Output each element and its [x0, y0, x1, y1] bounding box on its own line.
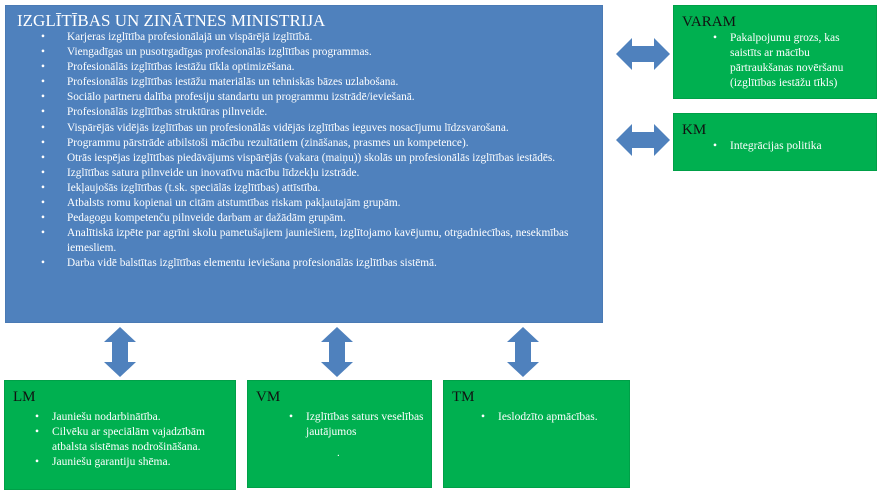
ministry-of-education-box: IZGLĪTĪBAS UN ZINĀTNES MINISTRIJA Karjer…	[5, 5, 603, 323]
list-item: Viengadīgas un pusotrgadīgas profesionāl…	[41, 45, 602, 60]
list-item: Izglītības saturs veselības jautājumos	[289, 410, 425, 440]
box-title: IZGLĪTĪBAS UN ZINĀTNES MINISTRIJA	[17, 11, 326, 30]
list-item: Otrās iespējas izglītības piedāvājums vi…	[41, 151, 602, 166]
box-title: TM	[452, 389, 475, 405]
double-arrow-horizontal-icon	[616, 38, 670, 70]
list-item: Karjeras izglītība profesionālajā un vis…	[41, 30, 602, 45]
km-box: KM Integrācijas politika	[673, 113, 877, 171]
box-title: LM	[13, 389, 36, 405]
note: .	[337, 447, 340, 459]
list-item: Sociālo partneru dalība profesiju standa…	[41, 90, 602, 105]
list-item: Izglītības satura pilnveide un inovatīvu…	[41, 166, 602, 181]
list-item: Jauniešu nodarbinātība.	[35, 410, 229, 425]
list-item: Pedagogu kompetenču pilnveide darbam ar …	[41, 211, 602, 226]
box-title: VARAM	[682, 14, 736, 30]
main-list: Karjeras izglītība profesionālajā un vis…	[6, 30, 602, 272]
varam-box: VARAM Pakalpojumu grozs, kas saistīts ar…	[673, 5, 877, 99]
list-item: Pakalpojumu grozs, kas saistīts ar mācīb…	[713, 31, 870, 91]
list-item: Vispārējās vidējās izglītības un profesi…	[41, 121, 602, 136]
tm-box: TM Ieslodzīto apmācības.	[443, 380, 630, 488]
double-arrow-vertical-icon	[321, 327, 353, 377]
list-item: Integrācijas politika	[713, 139, 876, 154]
list-item: Ieslodzīto apmācības.	[481, 410, 623, 425]
list-item: Profesionālās izglītības iestāžu tīkla o…	[41, 60, 602, 75]
box-title: KM	[682, 122, 707, 138]
list-item: Atbalsts romu kopienai un citām atstumtī…	[41, 196, 602, 211]
box-title: VM	[256, 389, 281, 405]
list-item: Profesionālās izglītības struktūras piln…	[41, 105, 602, 120]
list-item: Profesionālās izglītības iestāžu materiā…	[41, 75, 602, 90]
double-arrow-vertical-icon	[104, 327, 136, 377]
list-item: Darba vidē balstītas izglītības elementu…	[41, 256, 602, 271]
vm-box: VM Izglītības saturs veselības jautājumo…	[247, 380, 432, 488]
list-item: Analītiskā izpēte par agrīni skolu pamet…	[41, 226, 602, 256]
list-item: Cilvēku ar speciālām vajadzībām atbalsta…	[35, 425, 229, 455]
list-item: Programmu pārstrāde atbilstoši mācību re…	[41, 136, 602, 151]
list-item: Iekļaujošās izglītības (t.sk. speciālās …	[41, 181, 602, 196]
double-arrow-vertical-icon	[507, 327, 539, 377]
lm-box: LM Jauniešu nodarbinātība. Cilvēku ar sp…	[4, 380, 236, 490]
list-item: Jauniešu garantiju shēma.	[35, 455, 229, 470]
double-arrow-horizontal-icon	[616, 124, 670, 156]
